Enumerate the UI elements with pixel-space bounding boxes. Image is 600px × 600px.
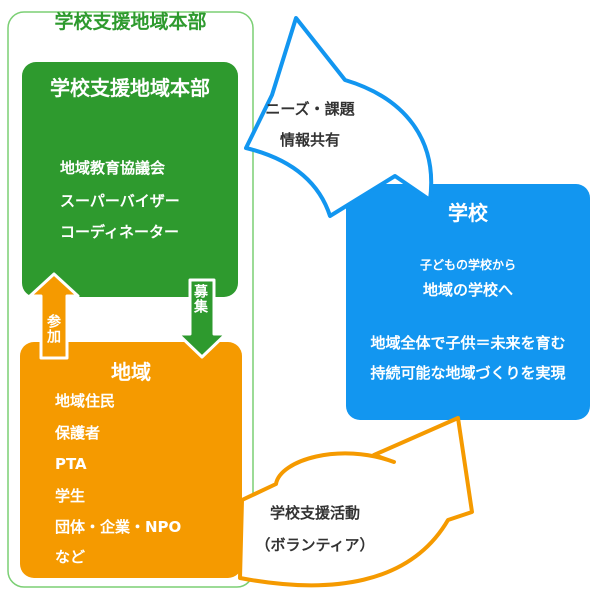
info-sharing-label-line2: 情報共有	[279, 131, 340, 149]
support-activity-label-line1: 学校支援活動	[269, 504, 360, 522]
info-sharing-arrow	[244, 16, 434, 218]
outer-frame	[7, 11, 254, 588]
headquarters-item: コーディネーター	[60, 223, 179, 241]
region-item: 団体・企業・NPO	[55, 518, 182, 536]
info-sharing-label-line1: ニーズ・課題	[265, 100, 355, 118]
region-item: など	[55, 548, 86, 566]
support-activity-arrow	[238, 416, 474, 588]
school-text-line2: 地域の学校へ	[422, 281, 513, 299]
headquarters-item: 地域教育協議会	[60, 159, 166, 177]
headquarters-box	[22, 62, 238, 297]
school-title: 学校	[448, 201, 488, 225]
outer-title: 学校支援地域本部	[54, 11, 207, 33]
region-title: 地域	[111, 360, 151, 384]
headquarters-item: スーパーバイザー	[60, 192, 180, 210]
region-item: PTA	[55, 455, 87, 473]
school-text-line1: 子どもの学校から	[419, 258, 516, 272]
school-box	[346, 184, 590, 420]
recruit-label: 募集	[192, 284, 208, 314]
participate-label: 参加	[45, 314, 61, 344]
headquarters-title: 学校支援地域本部	[50, 76, 210, 100]
region-item: 保護者	[55, 424, 101, 442]
school-text-line3: 地域全体で子供＝未来を育む	[370, 334, 566, 352]
school-text-line4: 持続可能な地域づくりを実現	[370, 364, 566, 382]
region-box	[20, 342, 242, 578]
recruit-arrow	[176, 278, 228, 359]
participate-arrow	[28, 272, 80, 360]
region-item: 地域住民	[55, 392, 116, 410]
support-activity-label-line2: （ボランティア）	[255, 536, 375, 554]
region-item: 学生	[55, 487, 86, 505]
